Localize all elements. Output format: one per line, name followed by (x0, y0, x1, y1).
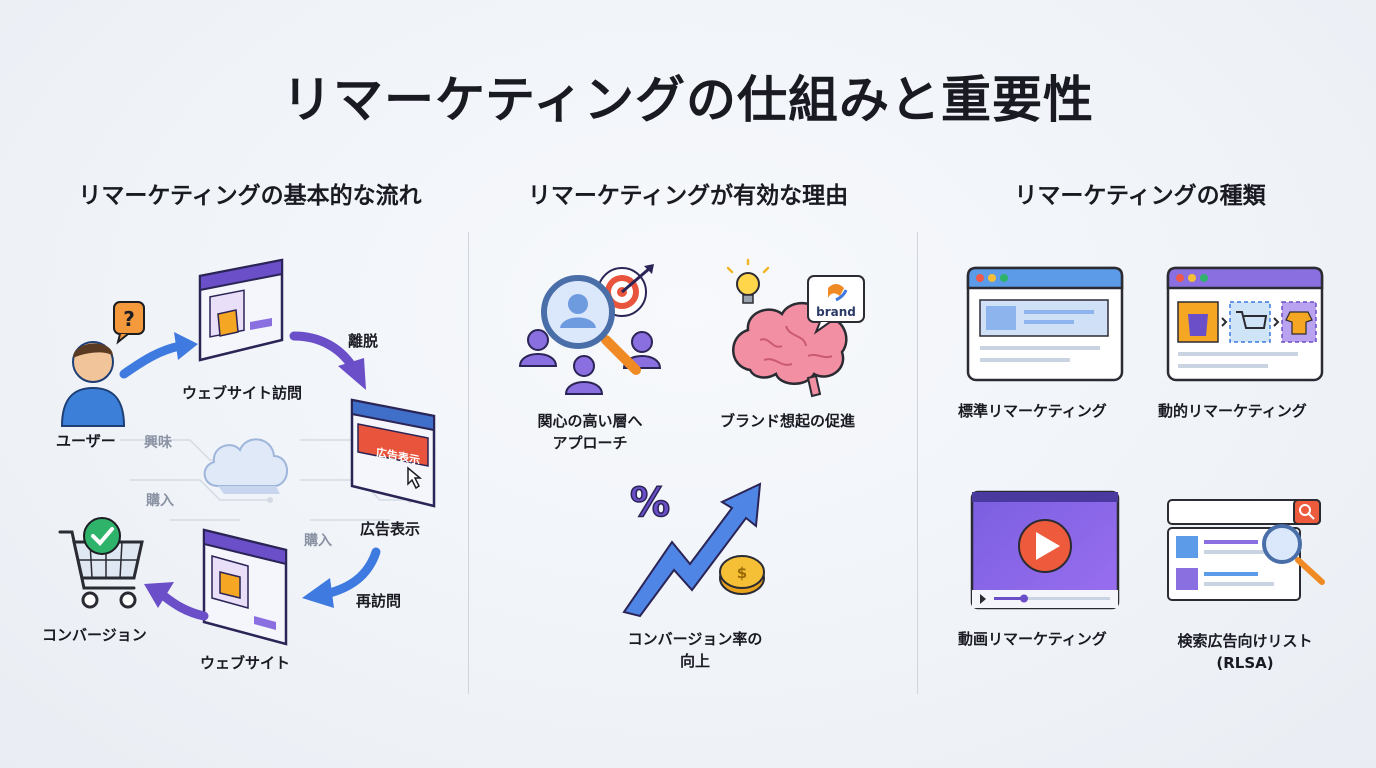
label-reason-audience-line1: 関心の高い層へ (537, 412, 643, 430)
shopping-cart-icon (58, 517, 144, 609)
section-heading-reasons: リマーケティングが有効な理由 (527, 183, 849, 209)
label-reason-conversion-line2: 向上 (679, 652, 710, 670)
label-visit: ウェブサイト訪問 (182, 384, 303, 402)
label-interest: 興味 (144, 435, 172, 451)
coin-glyph: $ (737, 564, 747, 582)
label-reason-conversion-line1: コンバージョン率の (627, 630, 763, 648)
arrow-revisit (302, 547, 381, 608)
audience-target-icon (518, 264, 662, 395)
question-bubble-icon: ? (113, 301, 145, 345)
label-website: ウェブサイト (200, 654, 291, 672)
label-revisit: 再訪問 (356, 592, 402, 610)
label-leave: 離脱 (348, 332, 379, 350)
ad-display-icon: 広告表示 (350, 398, 436, 508)
divider-left (468, 232, 469, 694)
label-ad: 広告表示 (360, 520, 421, 538)
website-revisit-icon (202, 528, 288, 646)
section-heading-types: リマーケティングの種類 (1014, 183, 1266, 209)
label-type-rlsa-line1: 検索広告向けリスト (1177, 632, 1313, 650)
label-reason-audience-line2: アプローチ (552, 434, 628, 452)
label-user: ユーザー (56, 432, 116, 450)
divider-right (917, 232, 918, 694)
page-title: リマーケティングの仕組みと重要性 (282, 71, 1094, 129)
label-purchase-left: 購入 (146, 493, 174, 509)
label-type-rlsa-line2: (RLSA) (1216, 654, 1274, 672)
label-reason-audience: 関心の高い層へ アプローチ (520, 410, 660, 454)
cloud-icon (203, 438, 288, 494)
percent-glyph: % (630, 480, 670, 526)
arrow-to-conversion (144, 582, 209, 621)
search-list-icon (1167, 499, 1325, 601)
brain-brand-icon: brand (726, 258, 865, 398)
video-player-icon (970, 490, 1120, 610)
label-type-rlsa: 検索広告向けリスト (RLSA) (1160, 630, 1330, 674)
user-icon (60, 341, 126, 427)
section-heading-flow: リマーケティングの基本的な流れ (78, 183, 422, 209)
brand-bubble-text: brand (816, 305, 856, 319)
website-visit-icon (198, 258, 284, 362)
svg-text:?: ? (123, 307, 135, 331)
label-type-standard: 標準リマーケティング (958, 402, 1107, 420)
label-type-dynamic: 動的リマーケティング (1158, 402, 1307, 420)
label-type-video: 動画リマーケティング (958, 630, 1107, 648)
label-conversion: コンバージョン (42, 626, 147, 644)
label-reason-brand: ブランド想起の促進 (720, 412, 856, 430)
arrow-to-leave (289, 331, 366, 390)
growth-arrow-icon: % $ (622, 479, 765, 618)
arrow-to-visit (119, 332, 198, 379)
label-reason-conversion: コンバージョン率の 向上 (610, 628, 780, 672)
standard-browser-icon (966, 266, 1124, 382)
dynamic-products-icon (1166, 266, 1324, 382)
label-purchase-right: 購入 (304, 533, 332, 549)
